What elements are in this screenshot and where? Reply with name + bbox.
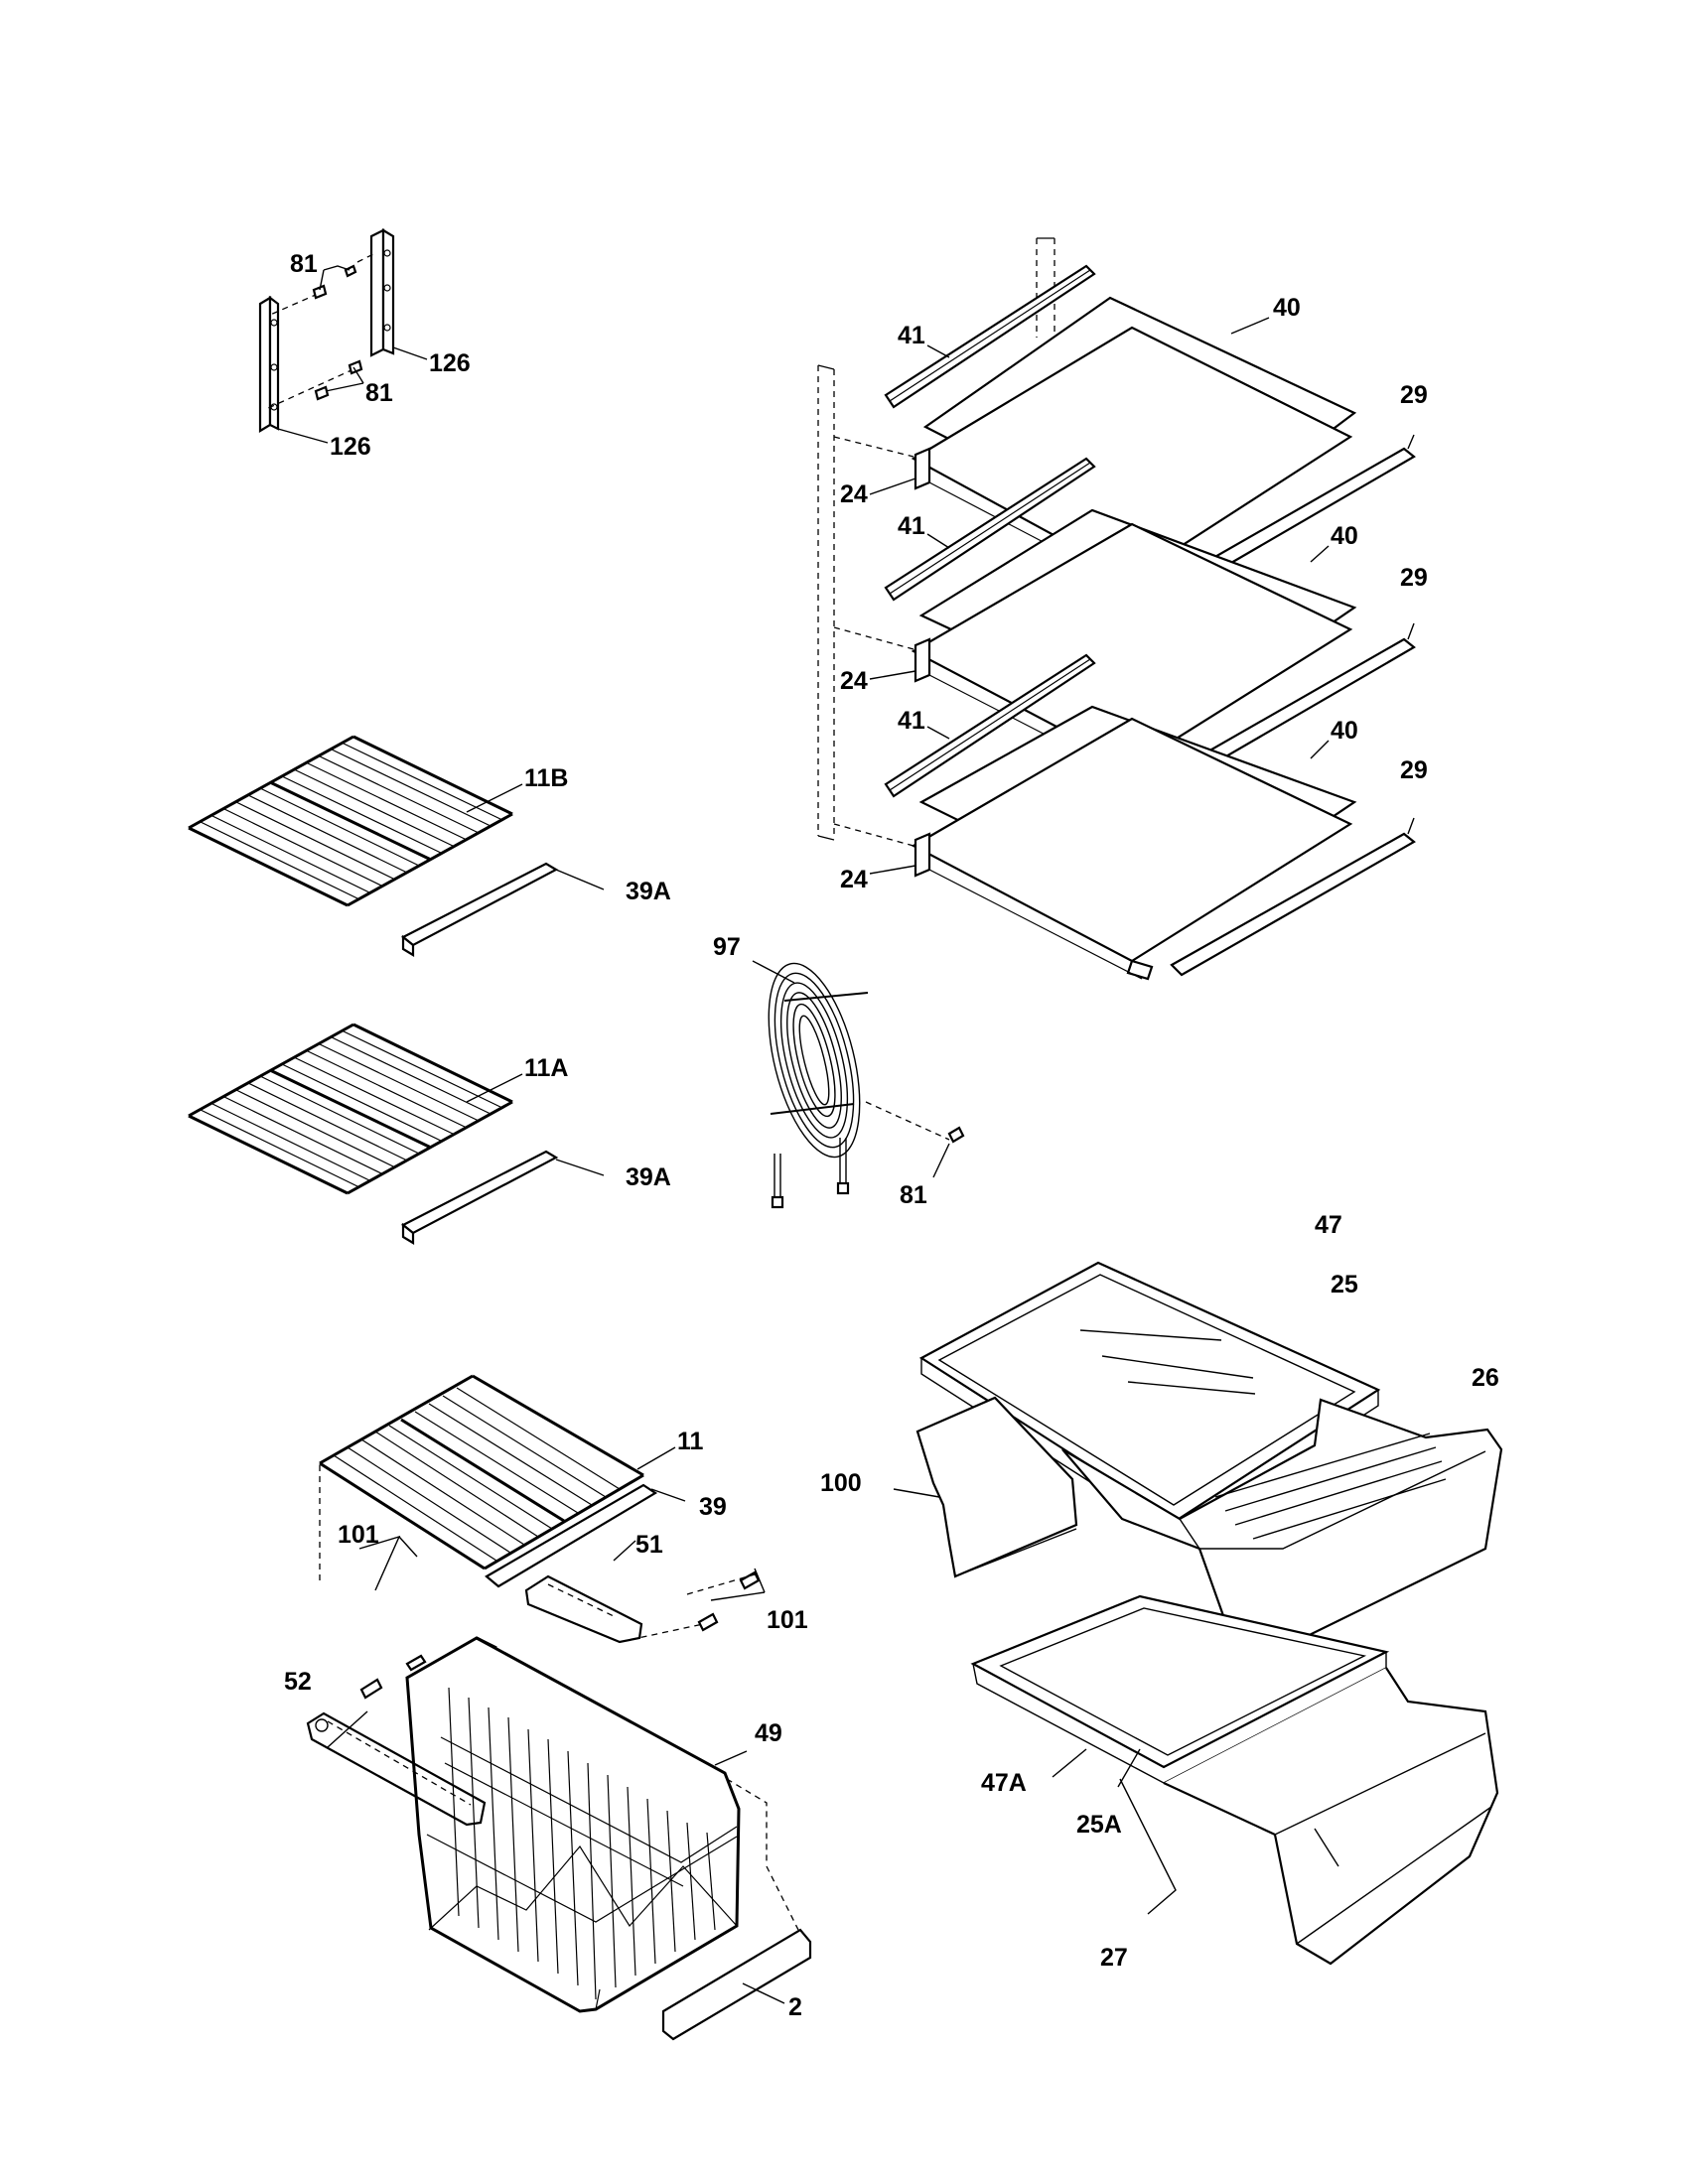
callout-2: 2 bbox=[788, 1993, 802, 2021]
callout-40-shelf1: 40 bbox=[1273, 294, 1301, 322]
callout-81-mid: 81 bbox=[365, 379, 393, 407]
callout-41-shelf1: 41 bbox=[898, 322, 925, 349]
callout-24-shelf2: 24 bbox=[840, 667, 868, 695]
callout-126-right: 126 bbox=[429, 349, 471, 377]
glass-shelf-stack bbox=[817, 237, 1416, 981]
callout-101-left: 101 bbox=[338, 1521, 379, 1549]
callout-47: 47 bbox=[1315, 1211, 1342, 1239]
callout-49: 49 bbox=[755, 1719, 782, 1747]
freezer-basket-assembly bbox=[306, 1374, 812, 2041]
callout-39a-upper: 39A bbox=[626, 878, 671, 905]
callout-25: 25 bbox=[1331, 1271, 1358, 1298]
callout-97: 97 bbox=[713, 933, 741, 961]
callout-11b: 11B bbox=[524, 764, 568, 792]
callout-29-shelf2: 29 bbox=[1400, 564, 1428, 592]
callout-100: 100 bbox=[820, 1469, 862, 1497]
callout-labels: 81 81 126 126 41 40 29 24 41 40 29 24 41… bbox=[284, 250, 1499, 2021]
crisper-upper-assembly bbox=[918, 1261, 1503, 1652]
callout-52: 52 bbox=[284, 1668, 312, 1696]
callout-81-coil: 81 bbox=[900, 1181, 927, 1209]
heater-coil-assembly bbox=[752, 960, 965, 1209]
callout-39: 39 bbox=[699, 1493, 727, 1521]
callout-51: 51 bbox=[635, 1531, 663, 1559]
callout-29-shelf3: 29 bbox=[1400, 756, 1428, 784]
callout-39a-lower: 39A bbox=[626, 1163, 671, 1191]
callout-41-shelf3: 41 bbox=[898, 707, 925, 735]
wire-shelf-11b bbox=[188, 735, 605, 957]
callout-25a: 25A bbox=[1076, 1811, 1122, 1839]
callout-40-shelf3: 40 bbox=[1331, 717, 1358, 745]
crisper-lower-assembly bbox=[970, 1594, 1499, 1966]
shelf-level-3 bbox=[833, 653, 1416, 981]
callout-40-shelf2: 40 bbox=[1331, 522, 1358, 550]
bracket-assembly bbox=[258, 228, 428, 444]
callout-11: 11 bbox=[677, 1428, 704, 1455]
callout-27: 27 bbox=[1100, 1944, 1128, 1972]
callout-81-top: 81 bbox=[290, 250, 318, 278]
callout-26: 26 bbox=[1472, 1364, 1499, 1392]
callout-24-shelf3: 24 bbox=[840, 866, 868, 893]
callout-29-shelf1: 29 bbox=[1400, 381, 1428, 409]
callout-41-shelf2: 41 bbox=[898, 512, 925, 540]
divider-panel bbox=[893, 1396, 1078, 1578]
callout-47a: 47A bbox=[981, 1769, 1027, 1797]
wire-shelf-11a bbox=[188, 1023, 605, 1245]
callout-24-shelf1: 24 bbox=[840, 480, 868, 508]
callout-11a: 11A bbox=[524, 1054, 568, 1082]
callout-126-left: 126 bbox=[330, 433, 371, 461]
callout-101-right: 101 bbox=[767, 1606, 808, 1634]
